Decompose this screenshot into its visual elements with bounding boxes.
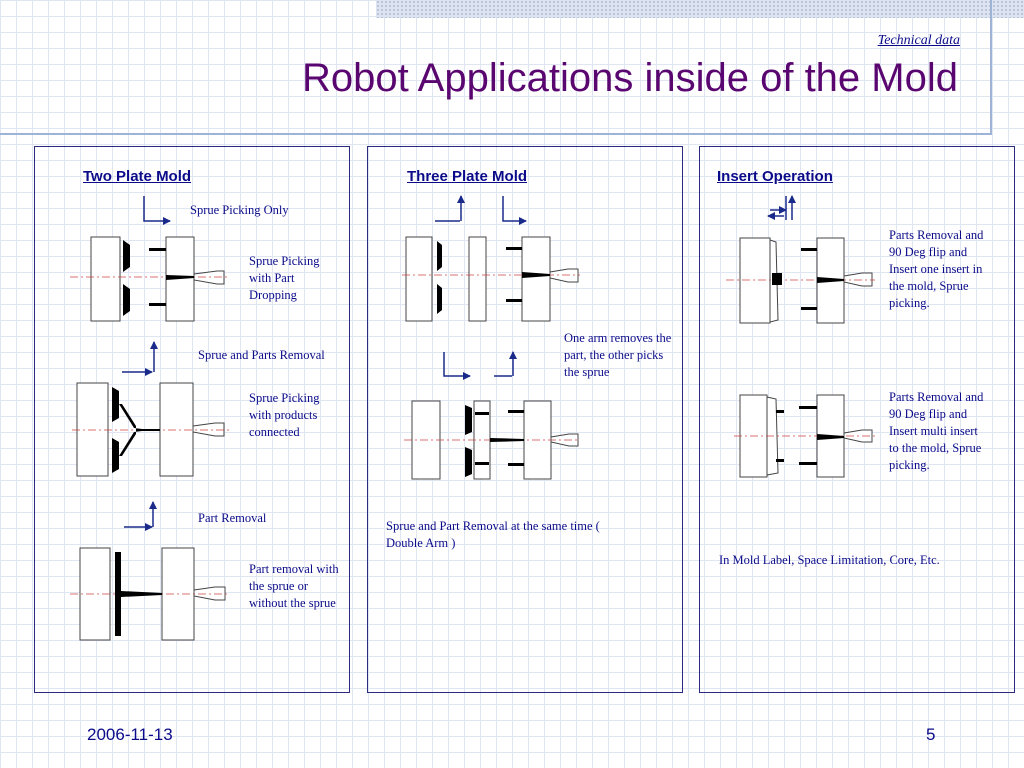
panel-heading-three-plate: Three Plate Mold bbox=[407, 168, 528, 185]
panel-two-plate-mold bbox=[34, 146, 350, 693]
panel-heading-insert: Insert Operation bbox=[717, 168, 833, 185]
robot-arm-arrow bbox=[143, 196, 171, 225]
decorative-horizontal-rule bbox=[0, 133, 992, 135]
panel-heading-two-plate: Two Plate Mold bbox=[83, 168, 192, 185]
caption-one-arm: One arm removes the part, the other pick… bbox=[564, 331, 672, 379]
caption-sprue-and-parts-removal: Sprue and Parts Removal bbox=[198, 348, 325, 362]
top-decorative-band bbox=[376, 0, 1024, 18]
slide-title: Robot Applications inside of the Mold bbox=[302, 56, 958, 100]
decorative-vertical-rule bbox=[990, 0, 992, 135]
technical-data-label[interactable]: Technical data bbox=[877, 33, 960, 48]
caption-in-mold-label: In Mold Label, Space Limitation, Core, E… bbox=[719, 553, 940, 567]
panel-three-plate-mold bbox=[367, 146, 683, 693]
footer-date: 2006-11-13 bbox=[87, 725, 173, 744]
caption-sprue-picking-part-dropping: Sprue Picking with Part Dropping bbox=[249, 254, 320, 302]
caption-insert-one: Parts Removal and 90 Deg flip and Insert… bbox=[889, 228, 984, 310]
panel-insert-operation bbox=[699, 146, 1015, 693]
caption-sprue-picking-connected: Sprue Picking with products connected bbox=[249, 391, 320, 439]
caption-part-removal-sprue: Part removal with the sprue or without t… bbox=[249, 562, 339, 610]
caption-insert-multi: Parts Removal and 90 Deg flip and Insert… bbox=[889, 390, 984, 472]
caption-sprue-picking-only: Sprue Picking Only bbox=[190, 203, 289, 217]
caption-part-removal: Part Removal bbox=[198, 511, 267, 525]
page-number: 5 bbox=[926, 725, 936, 744]
caption-double-arm: Sprue and Part Removal at the same time … bbox=[386, 519, 600, 550]
